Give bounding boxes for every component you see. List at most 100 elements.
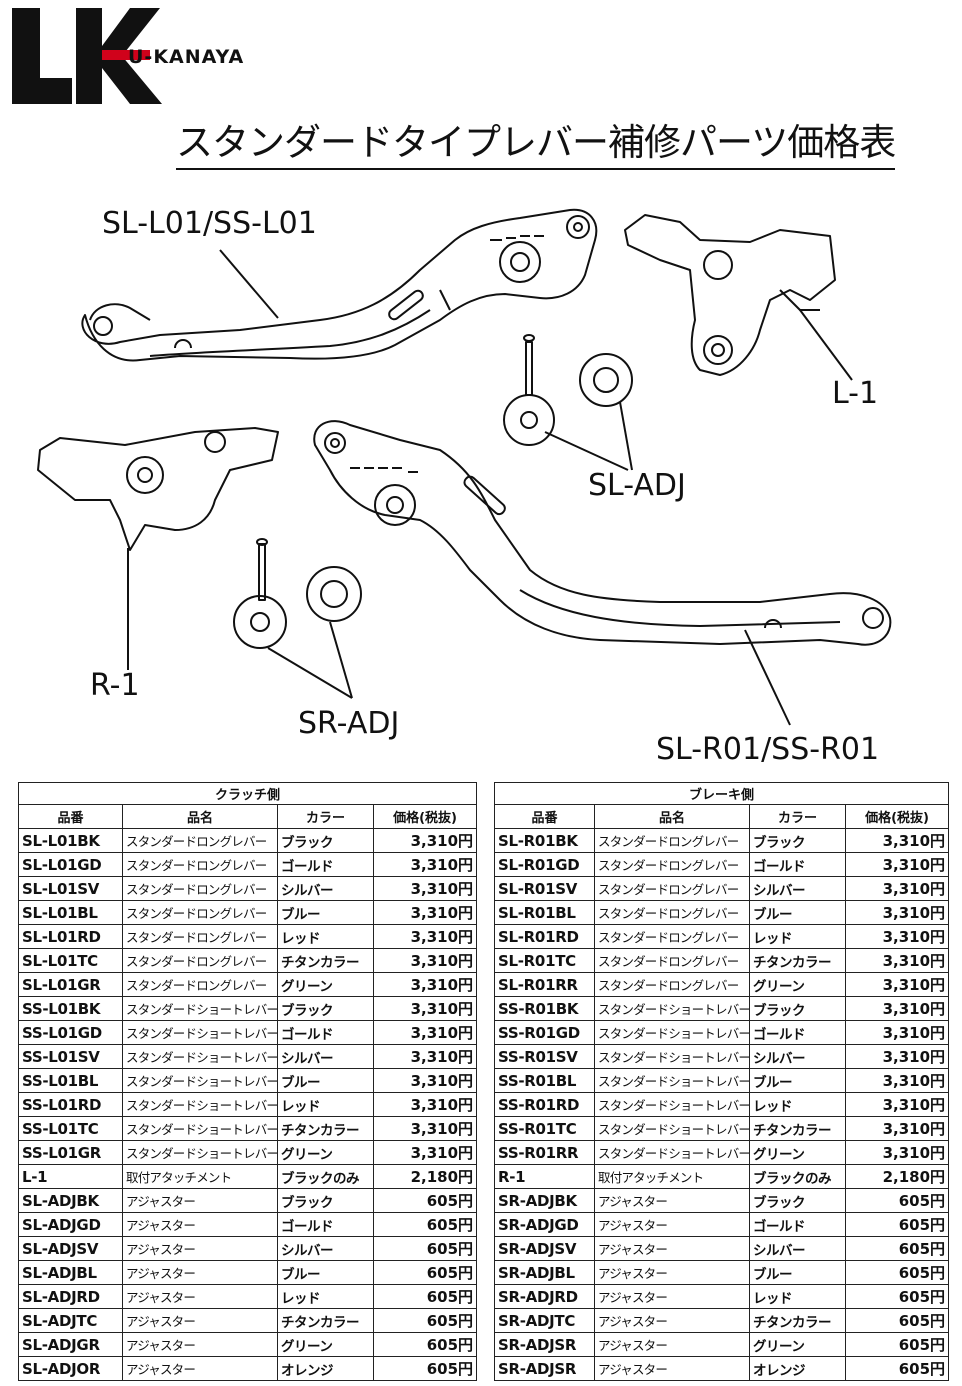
cell-price: 2,180円 (372, 1164, 478, 1189)
cell-price: 3,310円 (844, 852, 950, 877)
cell-price: 3,310円 (844, 900, 950, 925)
cell-price: 3,310円 (372, 828, 478, 853)
cell-price: 3,310円 (372, 876, 478, 901)
cell-part-no: SS-R01RD (494, 1092, 595, 1117)
cell-name: スタンダードショートレバー (122, 1020, 278, 1045)
col-header-name: 品名 (594, 804, 750, 829)
cell-part-no: L-1 (18, 1164, 123, 1189)
cell-color: チタンカラー (749, 1308, 846, 1333)
cell-price: 605円 (844, 1212, 950, 1237)
cell-name: スタンダードショートレバー (122, 1068, 278, 1093)
cell-price: 605円 (844, 1188, 950, 1213)
cell-color: チタンカラー (277, 948, 374, 973)
cell-color: レッド (277, 924, 374, 949)
cell-name: アジャスター (594, 1212, 750, 1237)
cell-part-no: SR-ADJGD (494, 1212, 595, 1237)
cell-part-no: SR-ADJSV (494, 1236, 595, 1261)
cell-name: アジャスター (594, 1308, 750, 1333)
col-header-color: カラー (749, 804, 846, 829)
cell-part-no: SL-ADJRD (18, 1284, 123, 1309)
cell-price: 605円 (844, 1332, 950, 1357)
cell-color: ゴールド (749, 1212, 846, 1237)
col-header-price: 価格(税抜) (844, 804, 950, 829)
cell-price: 3,310円 (372, 1044, 478, 1069)
col-header-color: カラー (277, 804, 374, 829)
cell-name: スタンダードショートレバー (594, 1020, 750, 1045)
cell-color: グリーン (749, 1332, 846, 1357)
cell-color: ゴールド (749, 852, 846, 877)
cell-price: 3,310円 (844, 876, 950, 901)
cell-part-no: SS-R01GD (494, 1020, 595, 1045)
cell-name: スタンダードショートレバー (122, 1044, 278, 1069)
cell-price: 605円 (844, 1236, 950, 1261)
cell-name: スタンダードショートレバー (122, 1140, 278, 1165)
cell-price: 3,310円 (372, 852, 478, 877)
cell-price: 3,310円 (844, 1092, 950, 1117)
cell-name: スタンダードロングレバー (594, 924, 750, 949)
sl-adj-drawing (503, 334, 633, 471)
cell-part-no: SL-L01BK (18, 828, 123, 853)
cell-price: 3,310円 (372, 948, 478, 973)
cell-name: スタンダードロングレバー (122, 948, 278, 973)
cell-color: シルバー (749, 876, 846, 901)
sr-adj-drawing (233, 538, 362, 699)
col-header-part-no: 品番 (494, 804, 595, 829)
cell-name: スタンダードロングレバー (122, 972, 278, 997)
cell-price: 3,310円 (844, 972, 950, 997)
cell-color: シルバー (749, 1044, 846, 1069)
cell-color: グリーン (749, 972, 846, 997)
label-l1: L-1 (832, 376, 879, 411)
cell-name: スタンダードショートレバー (594, 1116, 750, 1141)
cell-part-no: SL-L01GR (18, 972, 123, 997)
cell-color: ブラック (749, 828, 846, 853)
cell-part-no: SL-R01SV (494, 876, 595, 901)
cell-color: ブルー (277, 1260, 374, 1285)
cell-name: スタンダードロングレバー (594, 972, 750, 997)
cell-name: アジャスター (122, 1284, 278, 1309)
label-sl-r01: SL-R01/SS-R01 (656, 732, 880, 767)
brake-lever-drawing (313, 420, 892, 726)
cell-name: スタンダードショートレバー (122, 1092, 278, 1117)
cell-part-no: SL-L01SV (18, 876, 123, 901)
cell-color: ブラック (277, 1188, 374, 1213)
cell-part-no: SL-ADJSV (18, 1236, 123, 1261)
cell-name: スタンダードロングレバー (122, 924, 278, 949)
cell-name: スタンダードロングレバー (122, 900, 278, 925)
label-sl-l01: SL-L01/SS-L01 (102, 206, 317, 241)
cell-name: スタンダードロングレバー (594, 876, 750, 901)
cell-part-no: SL-ADJBL (18, 1260, 123, 1285)
cell-part-no: SL-R01RD (494, 924, 595, 949)
cell-name: スタンダードショートレバー (594, 1044, 750, 1069)
cell-part-no: SS-L01BK (18, 996, 123, 1021)
page-title: スタンダードタイプレバー補修パーツ価格表 (176, 112, 896, 170)
cell-color: レッド (749, 924, 846, 949)
cell-color: ブルー (277, 1068, 374, 1093)
cell-price: 3,310円 (372, 996, 478, 1021)
cell-name: スタンダードショートレバー (594, 1068, 750, 1093)
col-header-part-no: 品番 (18, 804, 123, 829)
cell-price: 605円 (372, 1356, 478, 1381)
cell-part-no: SL-L01GD (18, 852, 123, 877)
cell-color: ゴールド (277, 1020, 374, 1045)
